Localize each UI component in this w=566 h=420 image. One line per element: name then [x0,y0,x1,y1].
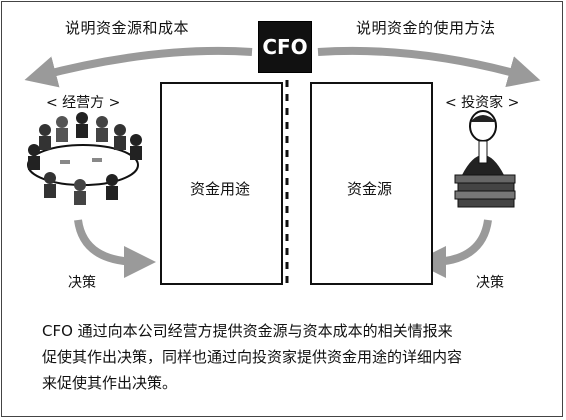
arrow-decision-left [74,219,156,278]
caption-line-1: CFO 通过向本公司经营方提供资金源与资本成本的相关情报来 [42,322,453,340]
arrow-to-investor [317,46,541,88]
caption-line-2: 促使其作出决策，同样也通过向投资家提供资金用途的详细内容 [42,348,463,366]
fund-source-box [310,82,433,285]
investor-illustration [454,110,516,208]
investor-decision-label: 决策 [476,275,504,291]
management-meeting-illustration [27,112,142,205]
fund-usage-box [160,82,283,285]
top-right-text: 说明资金的使用方法 [356,19,496,37]
top-left-text: 说明资金源和成本 [65,19,190,37]
caption: CFO 通过向本公司经营方提供资金源与资本成本的相关情报来 促使其作出决策，同样… [42,318,542,396]
investor-label: < 投资家 > [445,95,520,111]
cfo-box: CFO [258,21,312,73]
arrow-decision-right [414,219,492,278]
arrow-to-management [24,46,253,88]
caption-line-3: 来促使其作出决策。 [42,374,178,392]
management-label: < 经营方 > [46,95,121,111]
fund-source-label: 资金源 [347,180,393,198]
fund-usage-label: 资金用途 [190,180,251,198]
management-decision-label: 决策 [68,275,96,291]
